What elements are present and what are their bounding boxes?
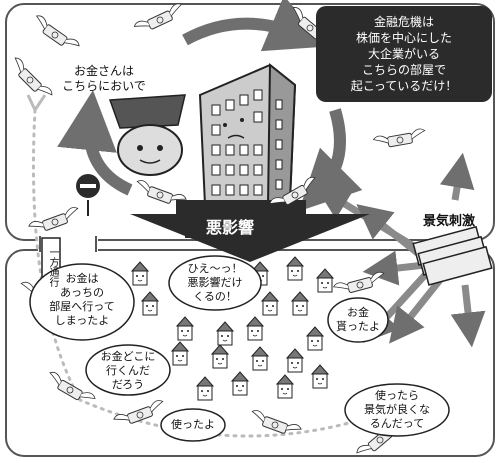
stimulus-label: 景気刺激	[422, 214, 475, 229]
no-entry-sign	[76, 174, 100, 216]
bubble-got-money: お金 貰ったよ	[336, 306, 380, 333]
speech-bubbles	[29, 255, 450, 442]
stimulus-arrows	[315, 152, 486, 348]
cycle-arrow-top	[182, 0, 328, 52]
negative-impact-label: 悪影響	[205, 218, 254, 237]
bubble-where-money: お金どこに 行くんだ だろう	[100, 350, 156, 391]
money-character	[108, 94, 186, 176]
money-flow-dotted-path	[31, 108, 362, 438]
info-box: 金融危機は 株価を中心にした 大企業がいる こちらの部屋で 起こっているだけ！	[316, 6, 492, 102]
bubble-if-used: 使ったら 景気が良くな るんだって	[364, 389, 430, 430]
top-left-caption: お金さんは こちらにおいで	[62, 64, 146, 93]
bubble-money-went: お金は あっちの 部屋へ行って しまったよ	[49, 272, 115, 327]
bubble-scared: ひえ～っ！ 悪影響だけ くるの！	[187, 262, 243, 303]
cycle-arrow-left	[57, 90, 133, 196]
stimulus-money-stack	[412, 225, 493, 286]
bubble-used: 使ったよ	[171, 418, 215, 431]
one-way-label: 一方通行	[47, 247, 58, 287]
cycle-arrow-right	[298, 108, 363, 212]
